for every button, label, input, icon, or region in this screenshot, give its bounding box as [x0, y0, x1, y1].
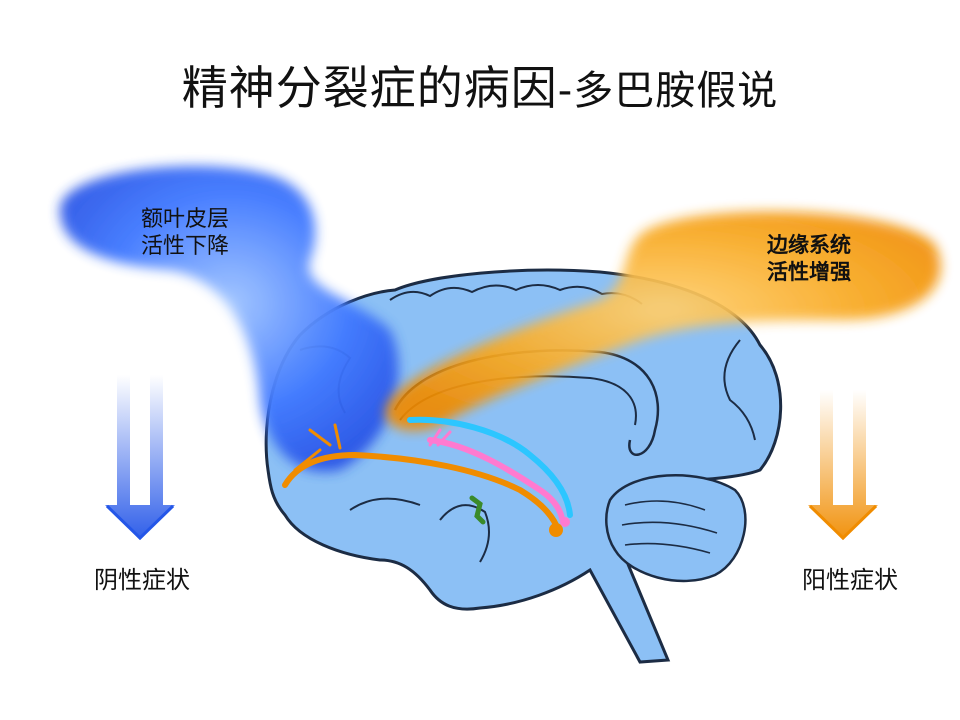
title-sub: -多巴胺假说	[557, 68, 779, 114]
negative-symptoms-label: 阴性症状	[94, 566, 190, 594]
arrow-down-left-icon	[105, 375, 175, 541]
frontal-label-line2: 活性下降	[140, 234, 229, 259]
positive-symptoms-label: 阳性症状	[802, 566, 898, 594]
frontal-cortex-label: 额叶皮层 活性下降	[110, 206, 260, 260]
arrow-down-right-icon	[808, 390, 878, 541]
title-main: 精神分裂症的病因	[181, 61, 558, 115]
limbic-label-line2: 活性增强	[767, 260, 851, 284]
frontal-label-line1: 额叶皮层	[140, 207, 229, 232]
limbic-system-label: 边缘系统 活性增强	[734, 232, 884, 286]
dopamine-pathways	[282, 416, 573, 537]
limbic-label-line1: 边缘系统	[767, 233, 851, 257]
frontal-cortex-cloud	[60, 166, 399, 472]
limbic-system-cloud	[385, 211, 941, 431]
slide-title: 精神分裂症的病因-多巴胺假说	[0, 52, 960, 118]
